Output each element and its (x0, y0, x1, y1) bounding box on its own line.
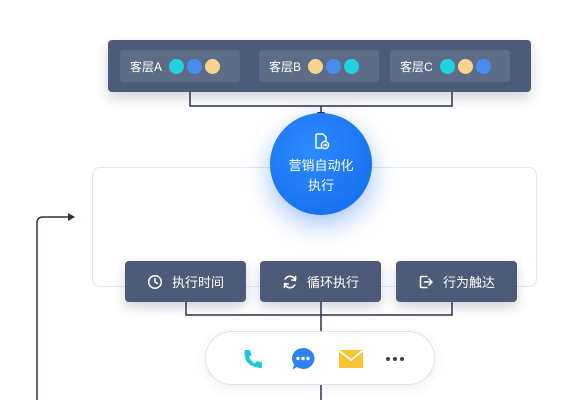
hub-title-line-1: 营销自动化 (288, 158, 354, 173)
segment-a-dot-1 (169, 58, 185, 74)
segment-b-label: 客层B (269, 59, 302, 74)
more-icon[interactable] (382, 346, 408, 372)
channel-selector (205, 331, 435, 385)
feedback-loop-line (36, 213, 75, 400)
segment-c-dot-3 (475, 58, 491, 74)
mail-icon[interactable] (338, 346, 364, 372)
segment-c-label: 客层C (400, 59, 433, 74)
action-loop-execution[interactable]: 循环执行 (260, 261, 381, 302)
action-behavior-reach-label: 行为触达 (442, 275, 495, 290)
segment-b-dot-1 (308, 58, 324, 74)
exit-arrow-icon (419, 275, 433, 288)
clock-icon (147, 274, 163, 289)
chat-bubble-icon[interactable] (290, 346, 316, 372)
marketing-automation-hub[interactable]: 营销自动化 执行 (270, 113, 372, 215)
segment-c-dot-1 (439, 58, 455, 74)
segment-a[interactable]: 客层A (120, 50, 240, 82)
actions-bracket-bottom (185, 302, 453, 316)
segment-b-dot-3 (344, 58, 360, 74)
customer-segment-bar: 客层A 客层B 客层C (108, 40, 531, 92)
action-behavior-reach[interactable]: 行为触达 (396, 261, 517, 302)
refresh-icon (283, 275, 297, 288)
document-arrow-icon (315, 133, 330, 150)
hub-title-line-2: 执行 (307, 178, 334, 193)
segment-b[interactable]: 客层B (259, 50, 379, 82)
segment-a-label: 客层A (130, 59, 163, 74)
segment-a-dot-2 (187, 58, 203, 74)
action-execution-time[interactable]: 执行时间 (125, 261, 246, 302)
segment-bracket-line (189, 92, 453, 107)
segment-a-dot-3 (205, 58, 221, 74)
action-execution-time-label: 执行时间 (171, 275, 224, 290)
segment-b-dot-2 (326, 58, 342, 74)
segment-c[interactable]: 客层C (390, 50, 510, 82)
segment-c-dot-2 (457, 58, 473, 74)
phone-icon[interactable] (240, 346, 266, 372)
action-loop-execution-label: 循环执行 (306, 275, 359, 290)
